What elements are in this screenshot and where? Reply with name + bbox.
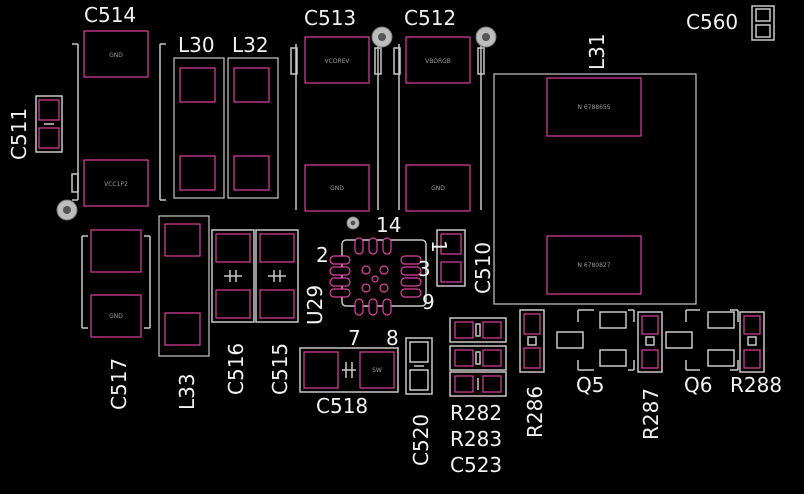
q6-label: Q6 xyxy=(684,373,712,397)
via xyxy=(56,199,78,221)
c520-footprint[interactable] xyxy=(405,337,433,395)
c523-footprint[interactable] xyxy=(449,371,507,397)
c512-pad-gnd: GND xyxy=(431,185,445,192)
c511-footprint[interactable] xyxy=(35,95,63,153)
q5-label: Q5 xyxy=(576,373,604,397)
r288-footprint[interactable] xyxy=(739,311,765,373)
l31-pad-bottom: N 6780827 xyxy=(577,262,610,269)
u29-pin-14: 14 xyxy=(376,213,401,237)
l31-footprint[interactable]: N 6788655 N 6780827 xyxy=(493,73,697,305)
l30-footprint[interactable] xyxy=(173,57,225,199)
c512-pad-net: VBORGB xyxy=(425,58,451,65)
c514-footprint[interactable]: GND VCC1P2 xyxy=(71,30,166,207)
u29-pin-3: 3 xyxy=(418,257,431,281)
r282-label: R282 xyxy=(450,401,502,425)
r287-label: R287 xyxy=(639,388,663,440)
r283-label: R283 xyxy=(450,427,502,451)
c513-label: C513 xyxy=(304,6,356,30)
c515-footprint[interactable] xyxy=(255,229,299,323)
l31-label: L31 xyxy=(585,33,609,70)
c514-pad-net: VCC1P2 xyxy=(104,181,128,188)
c514-pad-gnd: GND xyxy=(109,52,123,59)
c513-pad-net: VCOREV xyxy=(324,58,350,65)
c516-footprint[interactable] xyxy=(211,229,255,323)
u29-label: U29 xyxy=(303,285,327,325)
q6-footprint[interactable] xyxy=(665,309,739,371)
c510-label: C510 xyxy=(471,242,495,294)
r286-footprint[interactable] xyxy=(519,309,545,373)
l32-label: L32 xyxy=(232,33,269,57)
r287-footprint[interactable] xyxy=(637,311,663,373)
c511-label: C511 xyxy=(7,108,31,160)
c523-label: C523 xyxy=(450,453,502,477)
c512-footprint[interactable]: VBORGB GND xyxy=(393,36,485,212)
l32-footprint[interactable] xyxy=(227,57,279,199)
l33-label: L33 xyxy=(175,373,199,410)
r283-footprint[interactable] xyxy=(449,345,507,371)
via xyxy=(475,26,497,48)
u29-footprint[interactable] xyxy=(329,237,427,316)
c516-label: C516 xyxy=(224,343,248,395)
c520-label: C520 xyxy=(409,414,433,466)
u29-pin-1: 1 xyxy=(427,240,451,253)
c517-label: C517 xyxy=(107,358,131,410)
u29-pin-2: 2 xyxy=(316,243,329,267)
c518-label: C518 xyxy=(316,394,368,418)
c518-pad-net: SW xyxy=(372,367,382,374)
c513-footprint[interactable]: VCOREV GND xyxy=(290,36,382,212)
c514-label: C514 xyxy=(84,3,136,27)
c517-pad-gnd: GND xyxy=(109,313,123,320)
r282-footprint[interactable] xyxy=(449,317,507,343)
c517-footprint[interactable]: GND xyxy=(81,229,151,338)
c560-label: C560 xyxy=(686,10,738,34)
via xyxy=(346,216,360,230)
r288-label: R288 xyxy=(730,373,782,397)
c515-label: C515 xyxy=(268,343,292,395)
c512-label: C512 xyxy=(404,6,456,30)
q5-footprint[interactable] xyxy=(556,309,635,371)
c560-footprint[interactable] xyxy=(751,5,775,41)
u29-pin-8: 8 xyxy=(386,326,399,350)
l31-pad-top: N 6788655 xyxy=(577,104,610,111)
u29-pin-9: 9 xyxy=(422,290,435,314)
l30-label: L30 xyxy=(178,33,215,57)
l33-footprint[interactable] xyxy=(158,215,210,357)
c513-pad-gnd: GND xyxy=(330,185,344,192)
via xyxy=(371,26,393,48)
r286-label: R286 xyxy=(523,386,547,438)
c518-footprint[interactable]: SW xyxy=(299,347,399,393)
u29-pin-7: 7 xyxy=(348,326,361,350)
c510-footprint[interactable] xyxy=(436,229,466,287)
